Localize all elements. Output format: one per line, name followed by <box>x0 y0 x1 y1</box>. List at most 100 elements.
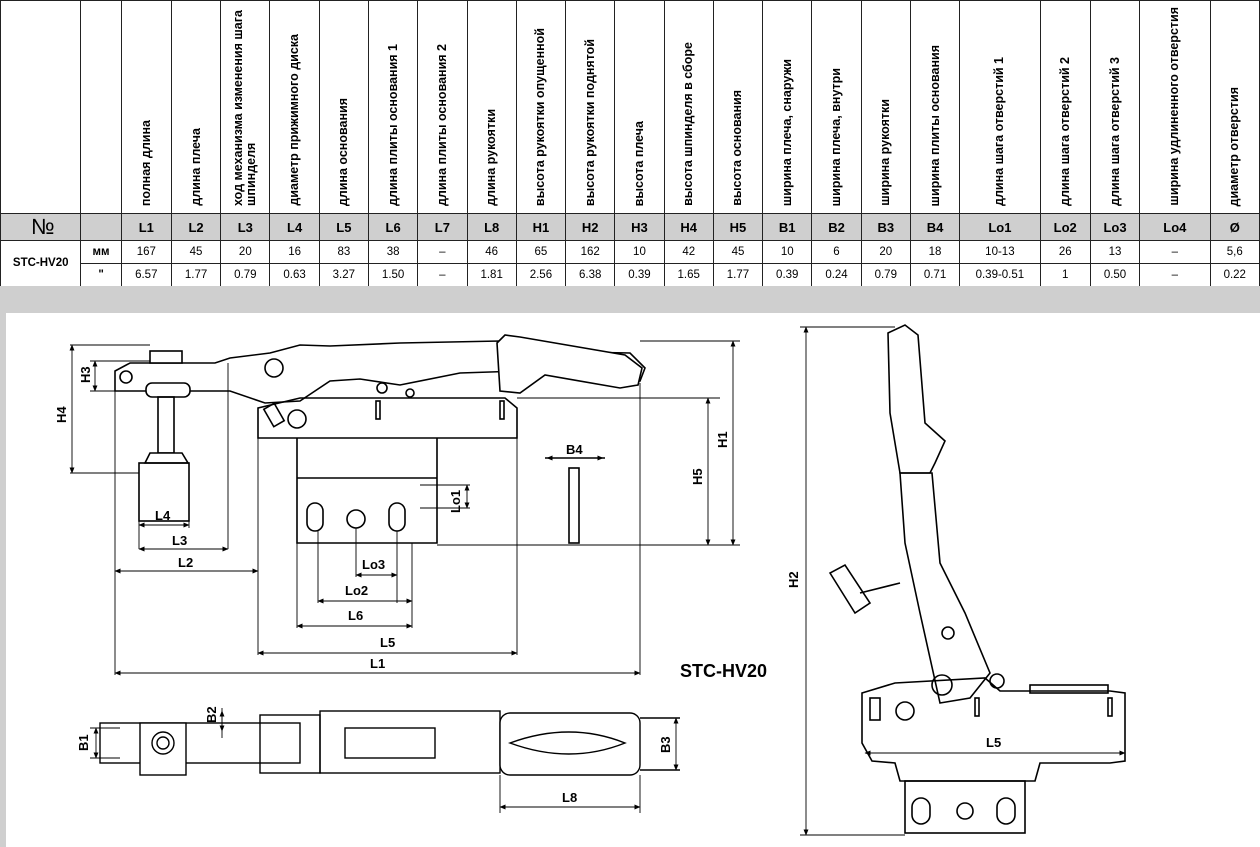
value-mm: 13 <box>1089 240 1141 264</box>
header-desc: длина плиты основания 1 <box>367 0 419 214</box>
table-row-mm: STC-HV20 мм 167 45 20 16 83 38 – 46 65 1… <box>0 240 1260 287</box>
value-inch: 0.39-0.51 <box>959 263 1041 287</box>
value-inch: 1.65 <box>663 263 714 287</box>
value-mm: 45 <box>170 240 222 264</box>
symbol-cell: L5 <box>318 213 369 241</box>
top-view <box>99 710 680 776</box>
header-blank <box>80 0 122 214</box>
value-mm: 10 <box>614 240 665 264</box>
value-inch: 1 <box>1039 263 1091 287</box>
value-mm: 38 <box>367 240 419 264</box>
header-desc: диаметр отверстия <box>1209 0 1260 214</box>
header-desc: ширина плиты основания <box>909 0 961 214</box>
front-view-labels: H2 L5 <box>786 571 1001 750</box>
header-desc: ширина плеча, внутри <box>811 0 862 214</box>
unit-mm: мм <box>80 240 122 264</box>
symbol-cell: H2 <box>565 213 616 241</box>
symbol-cell: H4 <box>663 213 714 241</box>
symbol-cell: L6 <box>367 213 419 241</box>
value-inch: 1.81 <box>466 263 517 287</box>
value-inch: 1.50 <box>367 263 419 287</box>
dim-label-h2: H2 <box>786 571 801 588</box>
dim-label-h1: H1 <box>715 431 730 448</box>
value-inch: 6.57 <box>120 263 172 287</box>
dim-label-l5: L5 <box>380 635 395 650</box>
value-mm: 20 <box>220 240 271 264</box>
dim-label-lo2: Lo2 <box>345 583 368 598</box>
value-mm: 65 <box>515 240 567 264</box>
header-desc: ширина плеча, снаружи <box>762 0 813 214</box>
value-inch: 0.39 <box>762 263 813 287</box>
value-inch: 0.79 <box>860 263 911 287</box>
symbol-cell: Lo4 <box>1139 213 1211 241</box>
symbol-cell: L3 <box>220 213 271 241</box>
value-mm: 46 <box>466 240 517 264</box>
symbol-cell: B2 <box>811 213 862 241</box>
spec-table: полная длина длина плеча ход механизма и… <box>0 0 1260 287</box>
dim-label-l4: L4 <box>155 508 171 523</box>
symbol-cell: Lo2 <box>1039 213 1091 241</box>
front-view <box>828 324 1126 834</box>
symbol-cell: L2 <box>170 213 222 241</box>
side-view-labels: L4 L3 L2 Lo3 Lo2 L6 L5 L1 Lo1 B4 H4 H3 H… <box>54 366 730 671</box>
value-inch: 0.50 <box>1089 263 1141 287</box>
symbol-cell: L7 <box>417 213 468 241</box>
value-inch: – <box>1139 263 1211 287</box>
value-inch: 1.77 <box>170 263 222 287</box>
header-desc: полная длина <box>120 0 172 214</box>
value-inch: 3.27 <box>318 263 369 287</box>
dim-label-h5: H5 <box>690 468 705 485</box>
header-desc: высота основания <box>712 0 764 214</box>
dim-label-h3: H3 <box>78 366 93 383</box>
header-desc: высота плеча <box>614 0 665 214</box>
unit-inch: " <box>80 263 122 287</box>
dim-label-l5-front: L5 <box>986 735 1001 750</box>
header-desc: длина шага отверстий 1 <box>959 0 1041 214</box>
symbol-cell: B1 <box>762 213 813 241</box>
value-inch: 0.24 <box>811 263 862 287</box>
header-desc: высота шпинделя в сборе <box>663 0 714 214</box>
model-caption: STC-HV20 <box>680 661 767 681</box>
header-desc: ход механизма изменения шага шпинделя <box>220 0 271 214</box>
header-desc: диаметр прижимного диска <box>269 0 320 214</box>
symbol-row: № L1 L2 L3 L4 L5 L6 L7 L8 H1 H2 H3 H4 H5… <box>0 213 1260 241</box>
model-cell: STC-HV20 <box>0 240 82 287</box>
symbol-cell: H3 <box>614 213 665 241</box>
number-label: № <box>0 213 82 241</box>
header-desc: длина плеча <box>170 0 222 214</box>
value-inch: 2.56 <box>515 263 567 287</box>
symbol-cell: B4 <box>909 213 961 241</box>
value-inch: 0.39 <box>614 263 665 287</box>
value-mm: 20 <box>860 240 911 264</box>
value-inch: 0.71 <box>909 263 961 287</box>
header-row: полная длина длина плеча ход механизма и… <box>0 0 1260 214</box>
header-desc: длина шага отверстий 3 <box>1089 0 1141 214</box>
dim-label-b3: B3 <box>658 736 673 753</box>
value-inch: 0.63 <box>269 263 320 287</box>
dim-label-b4: B4 <box>566 442 583 457</box>
dim-label-b1: B1 <box>76 734 91 751</box>
value-mm: 162 <box>565 240 616 264</box>
symbol-blank <box>80 213 122 241</box>
symbol-cell: Lo1 <box>959 213 1041 241</box>
value-inch: – <box>417 263 468 287</box>
value-mm: 10 <box>762 240 813 264</box>
dim-label-lo3: Lo3 <box>362 557 385 572</box>
symbol-cell: H1 <box>515 213 567 241</box>
value-mm: 45 <box>712 240 764 264</box>
dim-label-h4: H4 <box>54 406 69 423</box>
value-mm: 167 <box>120 240 172 264</box>
value-mm: 16 <box>269 240 320 264</box>
technical-drawing: L4 L3 L2 Lo3 Lo2 L6 L5 L1 Lo1 B4 H4 H3 H… <box>54 324 1126 836</box>
value-inch: 0.79 <box>220 263 271 287</box>
separator-band <box>0 286 1260 313</box>
value-inch: 0.22 <box>1209 263 1260 287</box>
header-desc: высота рукоятки опущенной <box>515 0 567 214</box>
left-margin-strip <box>0 313 6 847</box>
header-desc: длина плиты основания 2 <box>417 0 468 214</box>
value-mm: 26 <box>1039 240 1091 264</box>
symbol-cell: H5 <box>712 213 764 241</box>
value-mm: 10-13 <box>959 240 1041 264</box>
table-row-inch: " 6.57 1.77 0.79 0.63 3.27 1.50 – 1.81 2… <box>1 263 1260 287</box>
header-desc: ширина удлиненного отверстия <box>1139 0 1211 214</box>
